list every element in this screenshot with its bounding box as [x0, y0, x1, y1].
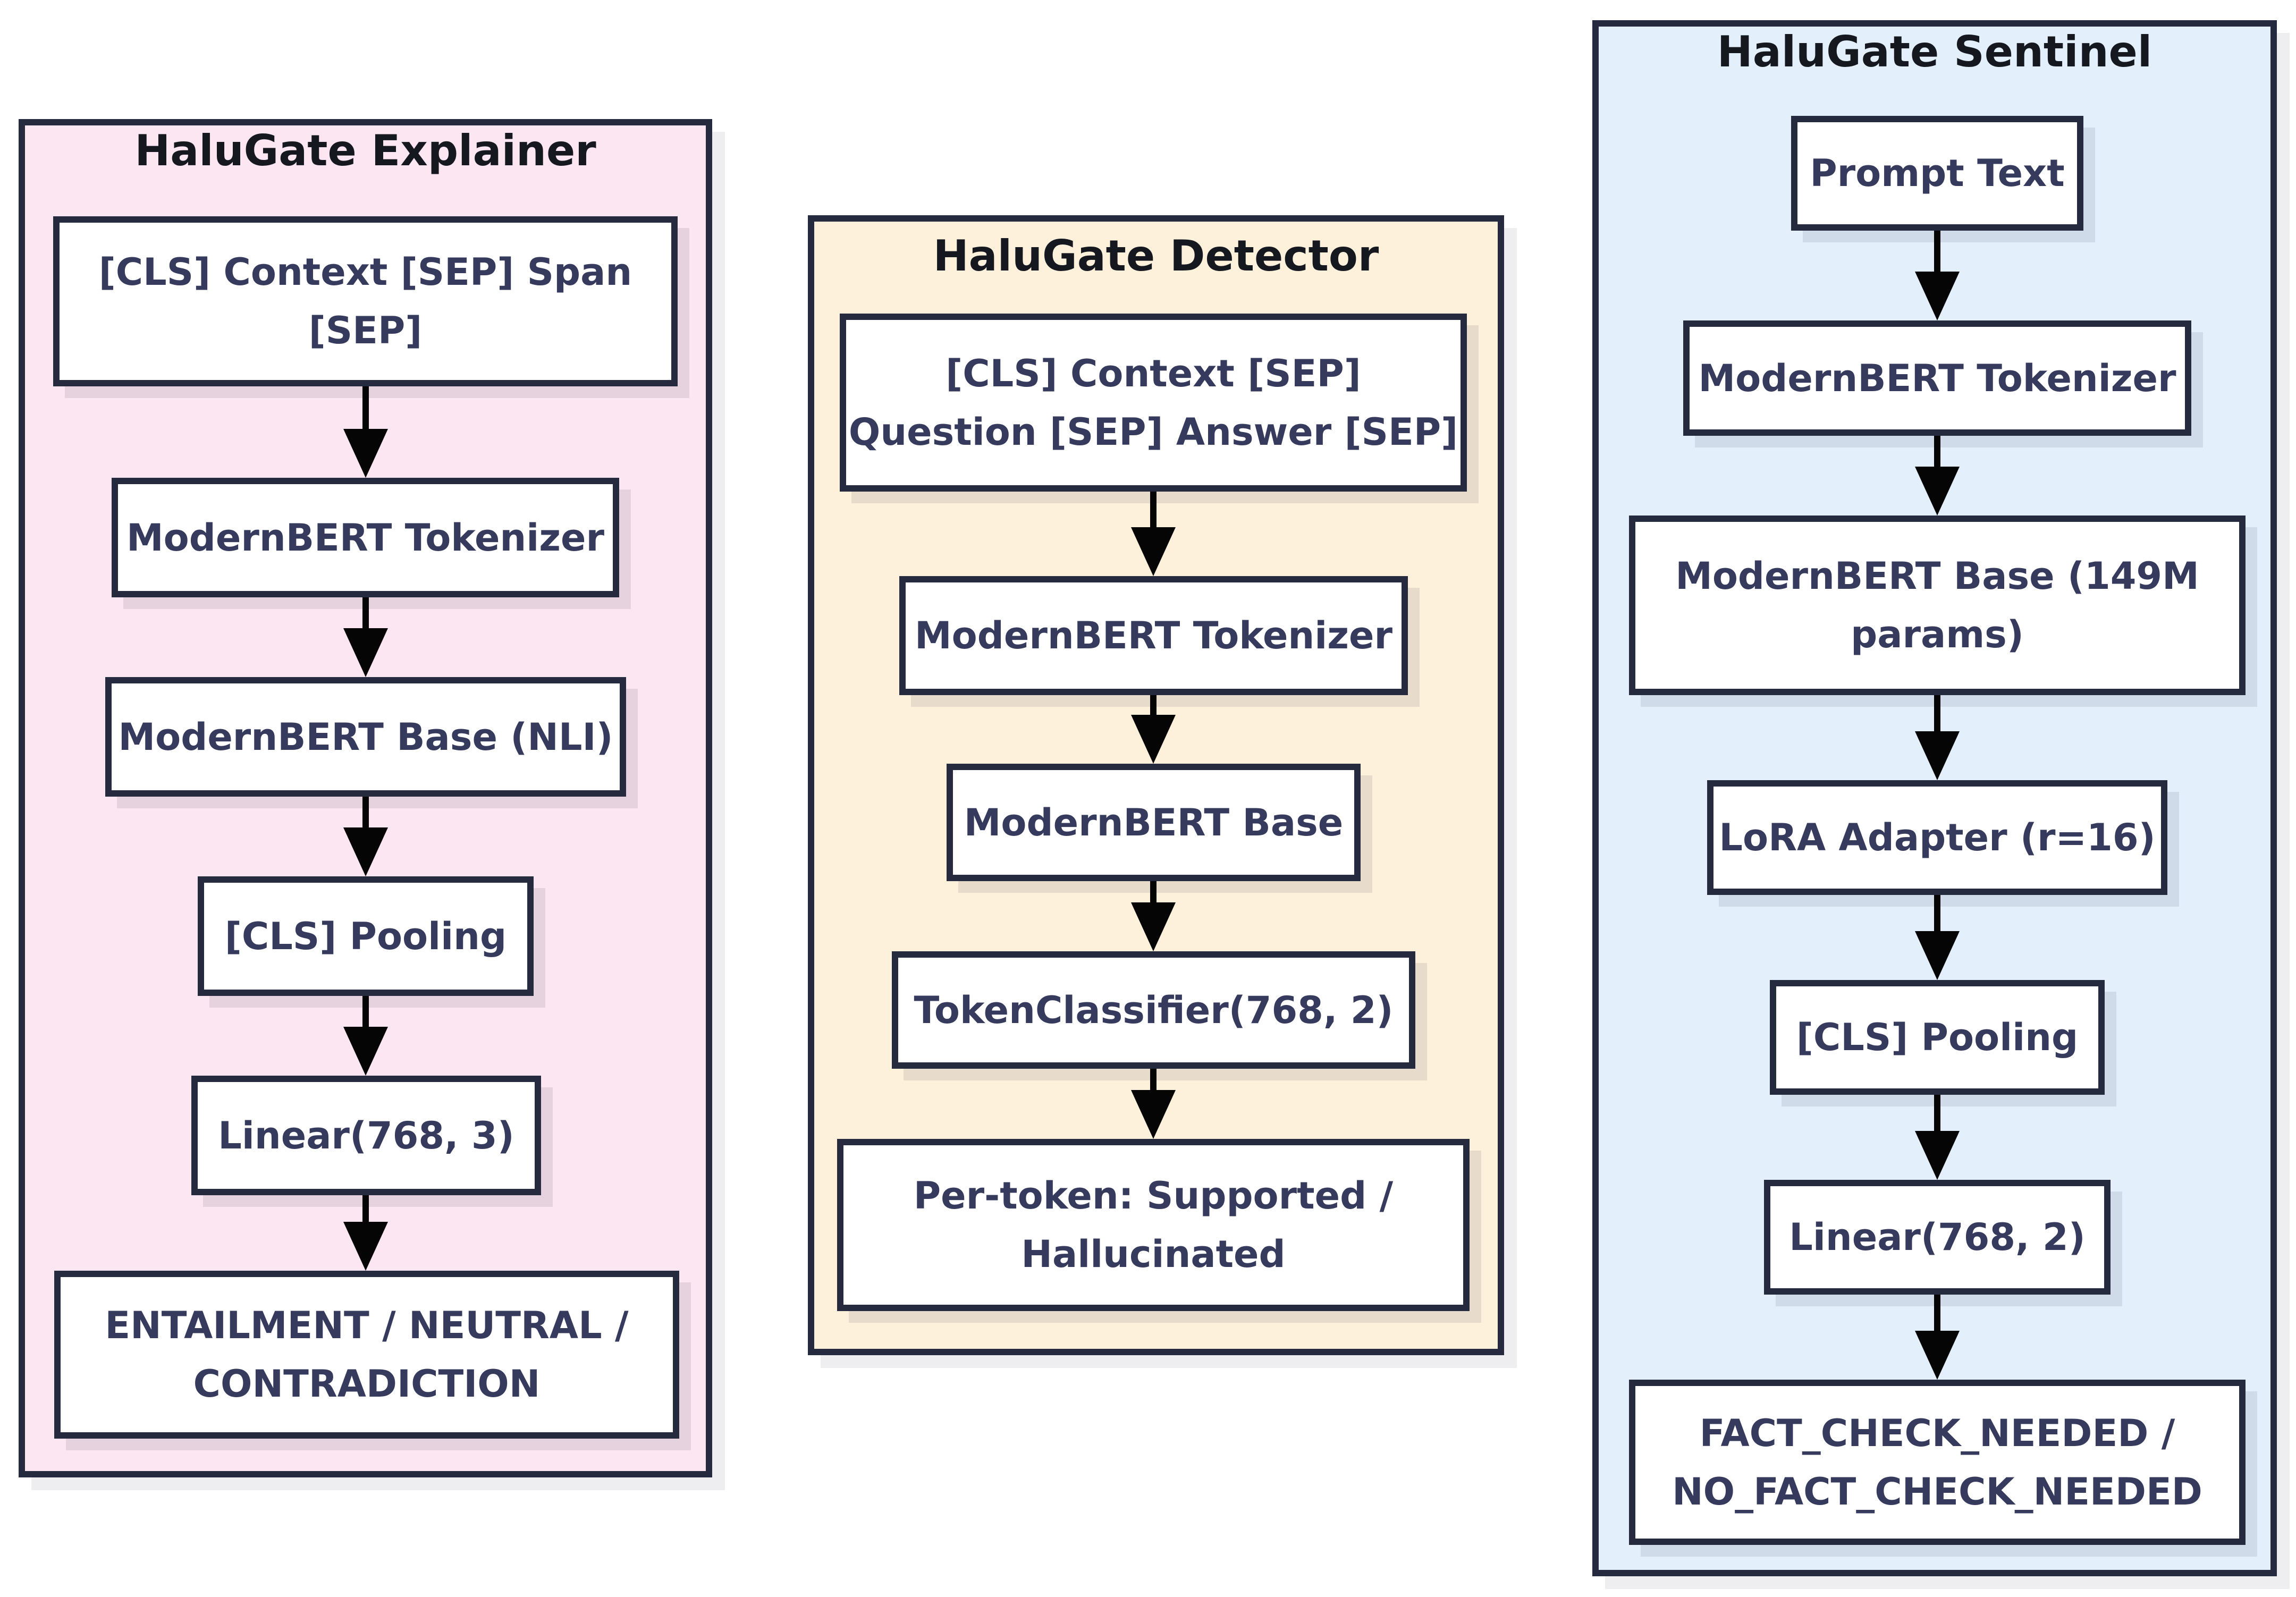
node-text-line: TokenClassifier(768, 2)	[914, 988, 1394, 1032]
arrow-shaft	[1934, 1095, 1940, 1131]
node-explainer-output: ENTAILMENT / NEUTRAL / CONTRADICTION	[54, 1271, 679, 1439]
node-text-line: ModernBERT Base (149M	[1675, 554, 2199, 598]
node-text-line: ModernBERT Base (NLI)	[118, 715, 613, 759]
arrow-shaft	[1150, 1069, 1157, 1090]
arrow-shaft	[1150, 695, 1157, 715]
node-text-line: ModernBERT Tokenizer	[126, 516, 604, 560]
arrow-down	[1131, 1069, 1176, 1139]
node-text-line: LoRA Adapter (r=16)	[1719, 816, 2156, 859]
arrow-head	[1131, 1090, 1176, 1139]
arrow-head	[1915, 731, 1960, 780]
arrow-shaft	[362, 797, 369, 827]
arrow-head	[1131, 902, 1176, 951]
node-text-line: NO_FACT_CHECK_NEEDED	[1672, 1469, 2202, 1514]
node-text-line: ENTAILMENT / NEUTRAL /	[105, 1304, 629, 1347]
node-text-line: [CLS] Pooling	[1796, 1016, 2079, 1059]
node-text-line: Linear(768, 3)	[218, 1113, 514, 1157]
arrow-down	[1915, 436, 1960, 516]
arrow-down	[343, 597, 388, 677]
arrow-down	[1915, 1095, 1960, 1180]
arrow-head	[1131, 715, 1176, 764]
arrow-shaft	[362, 597, 369, 628]
arrow-head	[1131, 527, 1176, 576]
node-text-line: params)	[1851, 613, 2024, 656]
node-text-line: Linear(768, 2)	[1789, 1215, 2086, 1259]
node-text-line: CONTRADICTION	[193, 1362, 541, 1406]
arrow-head	[343, 1222, 388, 1271]
arrow-down	[343, 1195, 388, 1271]
arrow-down	[1131, 881, 1176, 951]
arrow-down	[343, 386, 388, 478]
node-text-line: [SEP]	[308, 309, 423, 352]
arrow-head	[343, 1027, 388, 1076]
node-sentinel-input: Prompt Text	[1791, 116, 2083, 231]
arrow-head	[1915, 1131, 1960, 1180]
arrow-head	[343, 628, 388, 677]
panel-title-sentinel: HaluGate Sentinel	[1717, 27, 2152, 77]
arrow-head	[1915, 467, 1960, 516]
arrow-shaft	[1934, 231, 1940, 272]
node-sentinel-output: FACT_CHECK_NEEDED / NO_FACT_CHECK_NEEDED	[1629, 1380, 2246, 1545]
arrow-head	[343, 827, 388, 876]
node-explainer-linear: Linear(768, 3)	[191, 1076, 541, 1195]
node-explainer-input: [CLS] Context [SEP] Span [SEP]	[53, 216, 678, 386]
node-detector-token-classifier: TokenClassifier(768, 2)	[892, 951, 1415, 1069]
node-text-line: Hallucinated	[1021, 1232, 1286, 1276]
node-text-line: [CLS] Pooling	[224, 914, 507, 958]
node-text-line: FACT_CHECK_NEEDED /	[1699, 1411, 2175, 1455]
node-text-line: ModernBERT Tokenizer	[915, 614, 1392, 657]
arrow-down	[1131, 695, 1176, 764]
arrow-down	[1131, 492, 1176, 576]
node-detector-output: Per-token: Supported / Hallucinated	[837, 1139, 1470, 1311]
node-sentinel-linear: Linear(768, 2)	[1764, 1180, 2111, 1295]
arrow-down	[1915, 695, 1960, 780]
node-text-line: Question [SEP] Answer [SEP]	[848, 410, 1458, 454]
node-sentinel-cls-pooling: [CLS] Pooling	[1770, 980, 2105, 1095]
arrow-shaft	[1150, 881, 1157, 902]
panel-title-explainer: HaluGate Explainer	[134, 126, 596, 175]
arrow-shaft	[362, 386, 369, 429]
arrow-down	[1915, 895, 1960, 980]
node-text-line: ModernBERT Base	[964, 800, 1344, 844]
arrow-shaft	[1150, 492, 1157, 527]
arrow-head	[1915, 931, 1960, 980]
arrow-down	[343, 996, 388, 1076]
node-text-line: [CLS] Context [SEP] Span	[98, 250, 632, 294]
arrow-shaft	[1934, 1295, 1940, 1331]
arrow-down	[1915, 231, 1960, 320]
node-text-line: ModernBERT Tokenizer	[1698, 356, 2176, 400]
node-text-line: [CLS] Context [SEP]	[946, 351, 1361, 395]
arrow-shaft	[1934, 695, 1940, 731]
node-explainer-cls-pooling: [CLS] Pooling	[198, 876, 534, 996]
node-detector-input: [CLS] Context [SEP] Question [SEP] Answe…	[840, 314, 1467, 492]
arrow-shaft	[1934, 895, 1940, 931]
arrow-head	[1915, 1331, 1960, 1380]
arrow-down	[343, 797, 388, 876]
node-explainer-tokenizer: ModernBERT Tokenizer	[112, 478, 619, 597]
node-sentinel-base-149m: ModernBERT Base (149M params)	[1629, 516, 2246, 695]
panel-title-detector: HaluGate Detector	[933, 231, 1379, 281]
arrow-shaft	[362, 1195, 369, 1222]
arrow-head	[1915, 272, 1960, 320]
arrow-shaft	[362, 996, 369, 1027]
node-sentinel-lora-adapter: LoRA Adapter (r=16)	[1707, 780, 2167, 895]
arrow-down	[1915, 1295, 1960, 1380]
node-text-line: Per-token: Supported /	[913, 1174, 1394, 1218]
node-explainer-base-nli: ModernBERT Base (NLI)	[105, 677, 626, 797]
node-detector-base: ModernBERT Base	[947, 764, 1361, 881]
node-text-line: Prompt Text	[1810, 151, 2065, 195]
node-sentinel-tokenizer: ModernBERT Tokenizer	[1683, 320, 2191, 436]
node-detector-tokenizer: ModernBERT Tokenizer	[899, 576, 1408, 695]
arrow-shaft	[1934, 436, 1940, 467]
arrow-head	[343, 429, 388, 478]
